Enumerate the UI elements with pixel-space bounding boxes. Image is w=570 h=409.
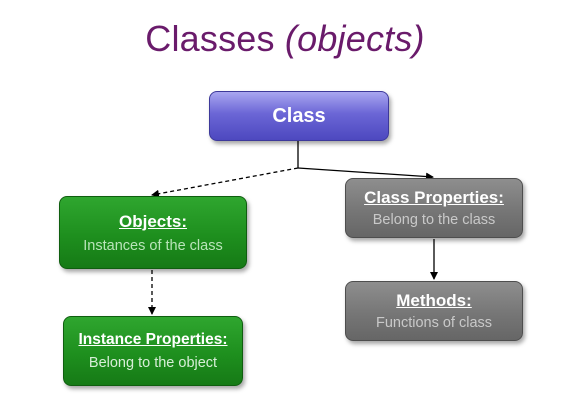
node-objects-description: Instances of the class	[83, 237, 223, 254]
node-instance-properties: Instance Properties: Belong to the objec…	[63, 316, 243, 386]
node-objects-label: Objects:	[118, 211, 188, 231]
page-title: Classes (objects)	[0, 18, 570, 60]
node-instance-properties-description: Belong to the object	[88, 355, 218, 371]
edge-class-classprops	[297, 167, 434, 181]
node-class: Class	[209, 91, 389, 141]
node-class-properties: Class Properties: Belong to the class	[345, 178, 523, 238]
node-objects: Objects: Instances of the class	[59, 196, 247, 269]
node-class-properties-label: Class Properties:	[364, 188, 504, 207]
title-sub: (objects)	[284, 18, 425, 59]
edge-class-objects	[151, 167, 299, 198]
node-instance-properties-label: Instance Properties:	[78, 331, 228, 348]
node-methods: Methods: Functions of class	[345, 281, 523, 341]
node-class-properties-description: Belong to the class	[372, 212, 496, 228]
node-methods-label: Methods:	[396, 291, 472, 310]
title-main: Classes	[145, 18, 275, 59]
node-methods-description: Functions of class	[375, 315, 493, 331]
node-class-label: Class	[272, 104, 326, 127]
